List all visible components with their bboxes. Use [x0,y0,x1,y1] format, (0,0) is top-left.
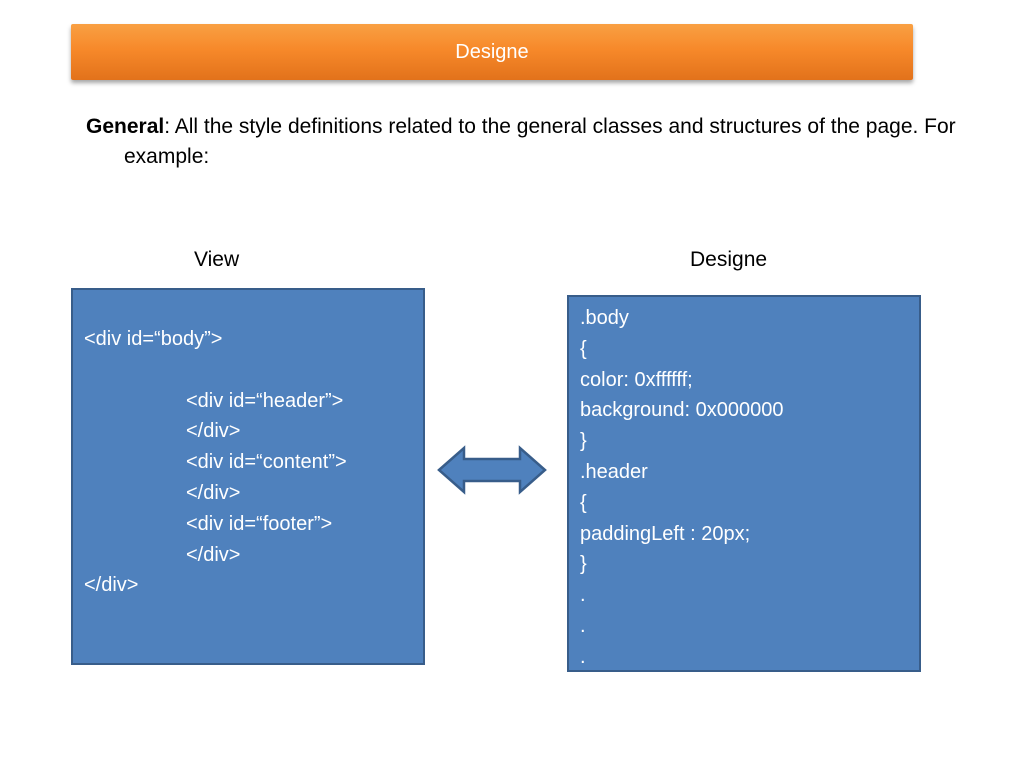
design-code-line: } [580,553,587,576]
view-code-line: <div id=“footer”> [186,512,333,535]
design-code-line: .body [580,307,629,329]
design-code-line: . [580,645,586,668]
view-code-line: <div id=“header”> [186,389,344,412]
view-code-line: <div id=“content”> [186,451,347,474]
slide-title: Designe [455,40,529,63]
view-label: View [194,248,240,271]
general-text: : All the style definitions related to t… [124,115,956,168]
design-code-line: . [580,584,586,607]
design-code-line: background: 0x000000 [580,399,784,422]
designe-label: Designe [690,248,768,271]
design-code-line: { [580,337,587,360]
view-code-line: </div> [84,574,139,597]
design-code-line: } [580,430,587,453]
design-code-line: .header [580,460,648,483]
double-headed-arrow-icon [437,445,547,495]
view-code-line: <div id=“body”> [84,328,223,350]
view-code-line: </div> [186,420,241,443]
design-code-line: color: 0xffffff; [580,368,693,391]
view-code-line: </div> [186,543,241,566]
design-code-box: .body { color: 0xffffff; background: 0x0… [567,295,921,672]
general-description: General: All the style definitions relat… [86,112,1004,172]
general-label: General [86,115,165,138]
view-code-box: <div id=“body”> <div id=“header”> </div>… [71,288,425,665]
design-code-line: { [580,491,587,514]
view-code-line [84,355,423,386]
title-bar: Designe [71,24,913,80]
design-code-line: . [580,614,586,637]
view-code-line: </div> [186,481,241,504]
design-code-line: paddingLeft : 20px; [580,522,751,545]
